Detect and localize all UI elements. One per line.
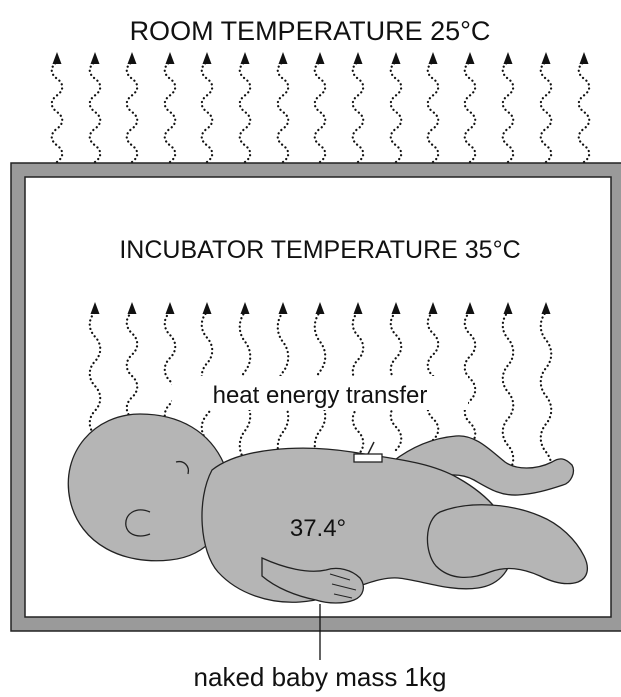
outer-heat-wave-arrow: [539, 52, 553, 164]
baby-far-leg: [391, 435, 575, 496]
outer-heat-wave-arrow: [501, 52, 515, 164]
baby-ear: [125, 509, 151, 537]
inner-heat-wave-arrow: [539, 302, 553, 482]
baby-eye: [175, 460, 190, 475]
outer-heat-wave-arrow: [125, 52, 139, 164]
inner-heat-wave-arrow: [88, 302, 102, 462]
baby-fingers: [329, 573, 357, 599]
outer-heat-wave-arrow: [426, 52, 440, 164]
inner-heat-wave-arrow: [125, 302, 139, 442]
inner-heat-wave-arrow: [501, 302, 515, 474]
outer-heat-wave-arrow: [463, 52, 477, 164]
outer-heat-wave-arrow: [389, 52, 403, 164]
outer-heat-wave-arrow: [577, 52, 591, 164]
baby-near-leg: [426, 504, 589, 585]
outer-heat-waves: [50, 52, 591, 164]
room-temperature-label: ROOM TEMPERATURE 25°C: [130, 16, 491, 46]
umbilical-stump: [367, 441, 375, 455]
transfer-label-background: [172, 376, 468, 410]
baby-arm: [261, 556, 365, 604]
outer-heat-wave-arrow: [351, 52, 365, 164]
outer-heat-wave-arrow: [200, 52, 214, 164]
outer-heat-wave-arrow: [50, 52, 64, 164]
baby-illustration: [67, 413, 589, 604]
incubator-temperature-label: INCUBATOR TEMPERATURE 35°C: [119, 236, 520, 264]
inner-heat-wave-arrow: [463, 302, 477, 447]
outer-heat-wave-arrow: [276, 52, 290, 164]
baby-temperature-label: 37.4°: [290, 515, 346, 542]
naked-baby-mass-label: naked baby mass 1kg: [194, 662, 447, 692]
heat-energy-transfer-label: heat energy transfer: [213, 382, 428, 409]
umbilical-clamp: [353, 453, 383, 463]
outer-heat-wave-arrow: [163, 52, 177, 164]
inner-heat-wave-arrow: [200, 302, 214, 468]
outer-heat-wave-arrow: [313, 52, 327, 164]
outer-heat-wave-arrow: [238, 52, 252, 164]
inner-heat-wave-arrow: [276, 302, 290, 494]
outer-heat-wave-arrow: [88, 52, 102, 164]
inner-heat-wave-arrow: [351, 302, 365, 457]
